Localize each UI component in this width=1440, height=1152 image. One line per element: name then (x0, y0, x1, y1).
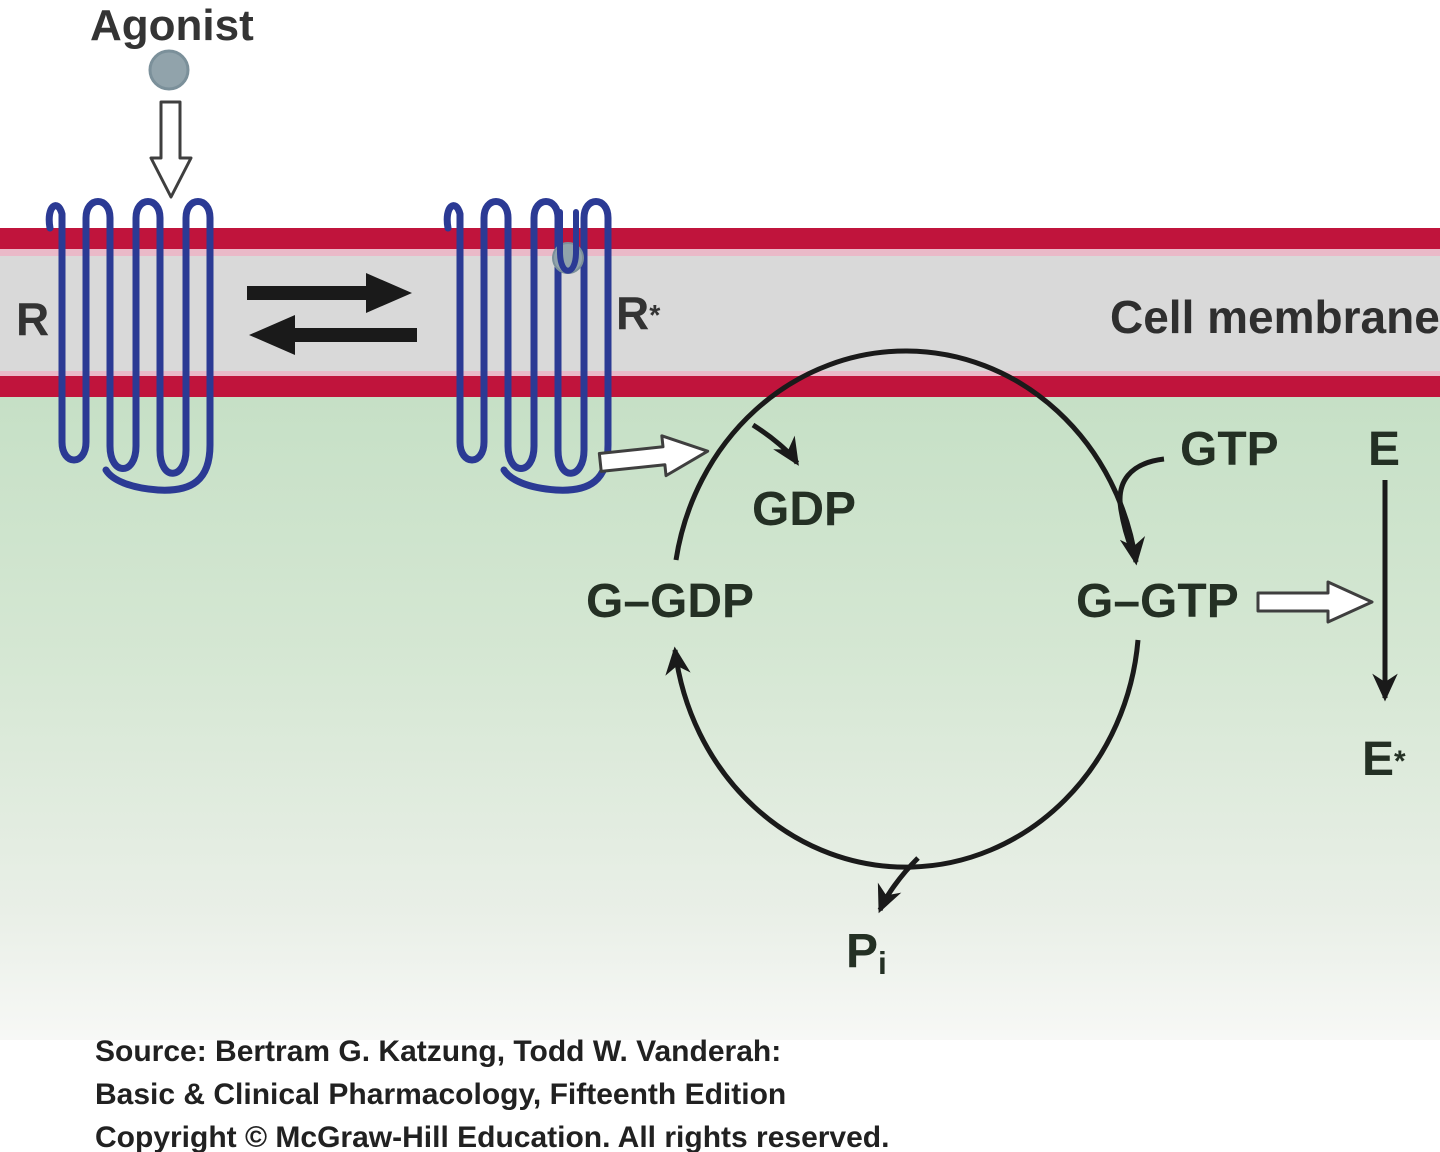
membrane-outer-leaflet (0, 228, 1440, 249)
receptor-inactive-label: R (16, 293, 50, 345)
pi-release-arrow (877, 856, 920, 914)
phosphate-label: Pi (846, 928, 887, 980)
phosphate-base: P (846, 925, 879, 978)
enzyme-active-star: * (1394, 744, 1406, 778)
source-line-3: Copyright © McGraw-Hill Education. All r… (95, 1121, 890, 1152)
equilibrium-right-arrow-icon (247, 273, 412, 313)
gtp-entry-curve (1117, 456, 1165, 551)
receptor-r-serpentine (45, 198, 214, 494)
agonist-ligand-ball (148, 49, 190, 91)
phosphate-subscript: i (878, 944, 887, 981)
g-gdp-label: G–GDP (586, 575, 755, 628)
receptor-to-cycle-arrow-icon (597, 434, 710, 478)
cycle-bottom-arc (665, 639, 1141, 870)
membrane-inner-edge-top (0, 249, 1440, 256)
equilibrium-left-arrow-icon (249, 315, 417, 355)
gtp-label: GTP (1180, 423, 1279, 476)
source-attribution: Source: Bertram G. Katzung, Todd W. Vand… (95, 1030, 1345, 1152)
enzyme-label: E (1368, 423, 1401, 476)
receptor-active-star: * (649, 300, 661, 333)
cycle-top-arc (673, 348, 1146, 566)
source-line-1: Source: Bertram G. Katzung, Todd W. Vand… (95, 1035, 782, 1068)
membrane-core (0, 256, 1440, 371)
receptor-active-label: R* (616, 290, 660, 336)
cytoplasm-background (0, 397, 1440, 1040)
gdp-release-arrow (751, 422, 800, 466)
enzyme-active-label: E* (1362, 736, 1406, 784)
membrane-inner-leaflet (0, 376, 1440, 397)
cell-membrane-label: Cell membrane (1110, 291, 1440, 343)
receptor-active-base: R (616, 287, 650, 339)
receptor-rstar-serpentine (443, 198, 612, 494)
agonist-label: Agonist (90, 1, 254, 50)
enzyme-active-base: E (1362, 733, 1395, 786)
gdp-label: GDP (752, 483, 857, 536)
agonist-down-arrow-icon (149, 100, 193, 199)
source-line-2: Basic & Clinical Pharmacology, Fifteenth… (95, 1078, 787, 1111)
g-gtp-label: G–GTP (1076, 575, 1239, 628)
membrane-inner-edge-bottom (0, 371, 1440, 376)
receptor-binding-pocket (557, 209, 579, 274)
ggtp-to-enzyme-arrow-icon (1256, 580, 1374, 624)
